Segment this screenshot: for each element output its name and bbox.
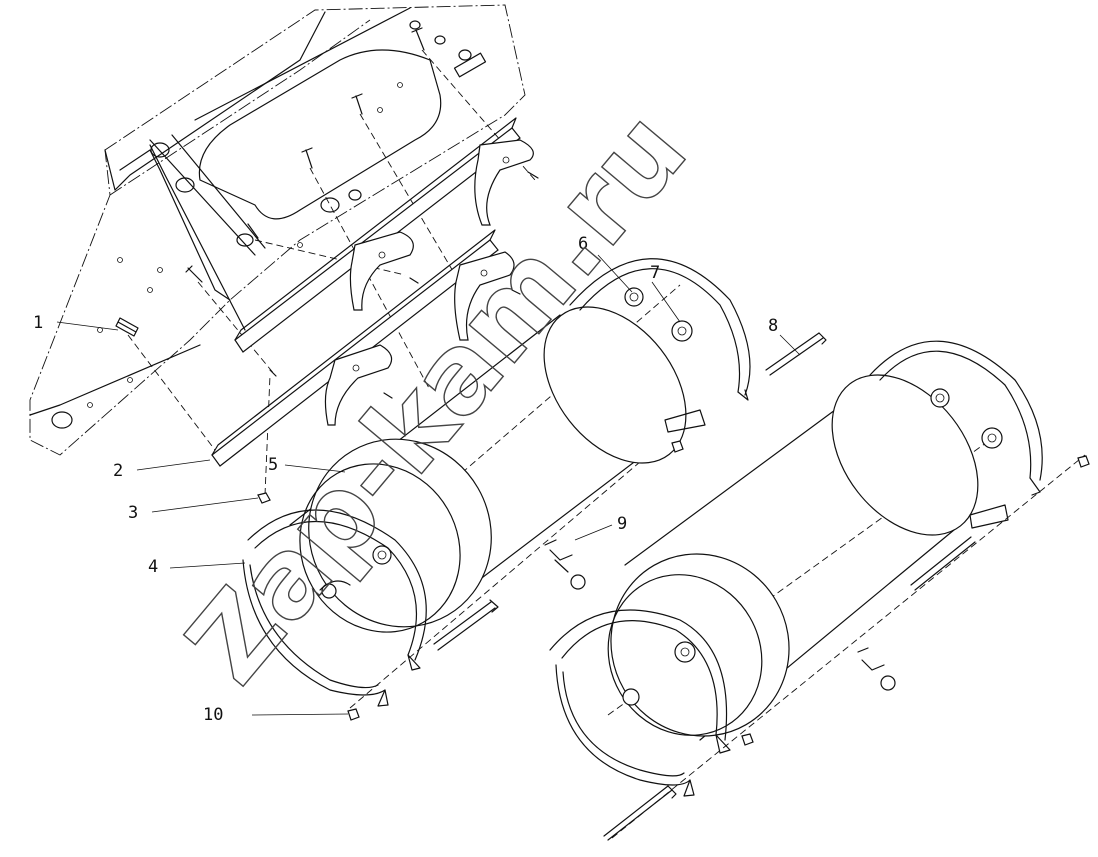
bolts-item-1 [115,27,425,337]
chassis-frame [29,4,526,456]
air-tank-2 [549,340,1090,841]
callout-8: 8 [768,316,778,336]
callout-leaders [56,254,801,716]
callout-1: 1 [33,313,43,333]
callout-3: 3 [128,503,138,523]
callout-10: 10 [203,705,223,725]
tank-brackets [269,139,539,426]
callout-6: 6 [578,234,588,254]
callout-labels: 1 2 3 4 5 6 7 8 9 10 [33,234,778,725]
callout-5: 5 [268,455,278,475]
callout-9: 9 [617,514,627,534]
callout-7: 7 [650,263,660,283]
callout-4: 4 [148,557,158,577]
callout-2: 2 [113,461,123,481]
nut-item-3 [257,492,271,504]
air-tank-1 [242,258,827,721]
